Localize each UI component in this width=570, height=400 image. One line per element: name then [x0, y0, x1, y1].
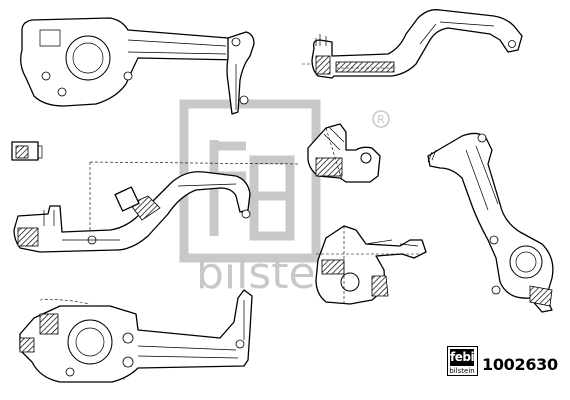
part-number: 1002630 [482, 355, 558, 374]
logo-brand-text: bilstein [449, 367, 475, 375]
view-top-right-arm [300, 9, 523, 79]
logo-brand-box: febi [450, 349, 475, 366]
view-right-knuckle [427, 132, 554, 313]
view-front-top-left [20, 17, 255, 115]
view-center-bracket [307, 123, 381, 183]
view-small-bracket [11, 141, 43, 161]
view-center-bottom-knuckle [315, 225, 427, 306]
view-middle-left-side [13, 161, 301, 253]
view-bottom-left-knuckle [19, 289, 253, 383]
watermark-registered-letter: R [377, 113, 385, 126]
watermark-registered-mark [372, 110, 390, 128]
febi-bilstein-logo: febi bilstein [447, 346, 478, 376]
watermark-letter-e [249, 155, 295, 241]
